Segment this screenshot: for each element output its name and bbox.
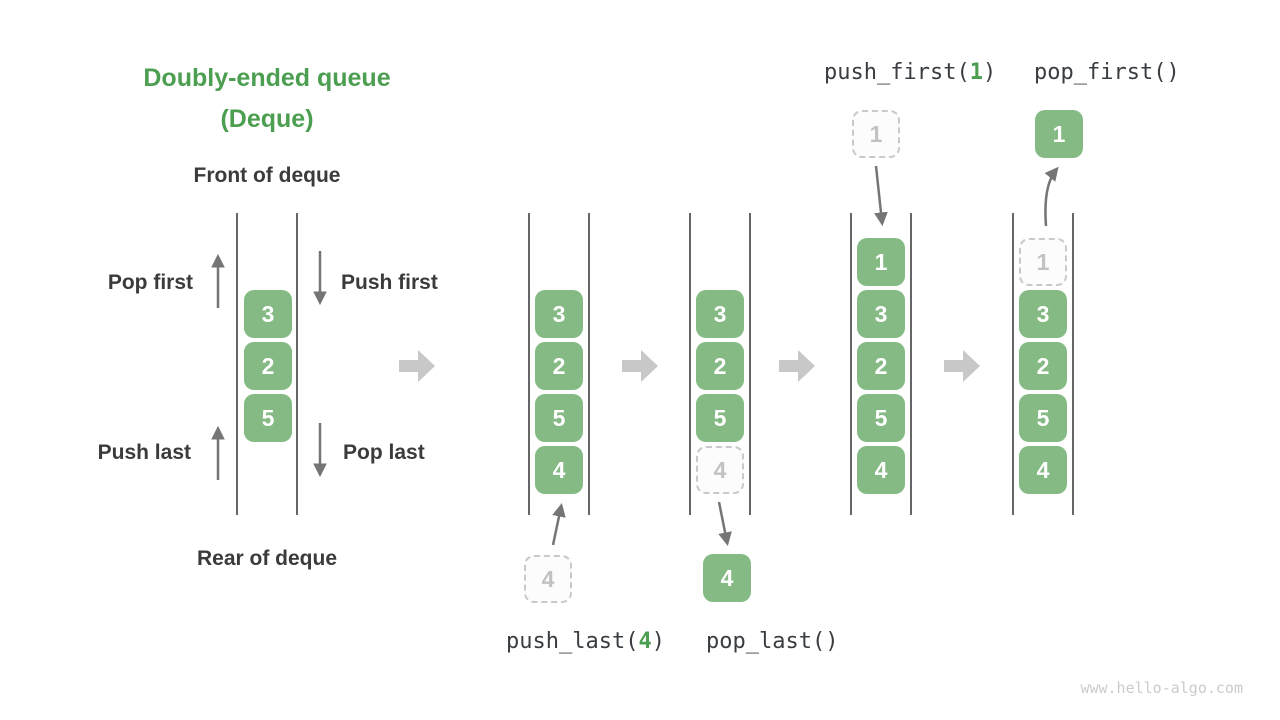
transition-arrow-icon	[779, 350, 815, 382]
op-arg: 4	[638, 629, 652, 654]
op-text: push_last(	[506, 629, 639, 654]
deque-cell: 2	[1019, 342, 1067, 390]
deque-cell: 3	[244, 290, 292, 338]
push-last-op-label: push_last(4)	[506, 629, 665, 654]
pop-last-flow-arrow-icon	[717, 501, 732, 547]
transition-arrow-icon	[944, 350, 980, 382]
op-text: )	[982, 60, 997, 85]
diagram-title-line2: (Deque)	[220, 105, 314, 133]
deque-wall-line	[1012, 213, 1014, 515]
removed-dashed-cell: 4	[696, 446, 744, 494]
deque-cell: 5	[244, 394, 292, 442]
deque-cell: 2	[696, 342, 744, 390]
deque-wall-line	[588, 213, 590, 515]
front-of-deque-label: Front of deque	[193, 164, 341, 187]
diagram-title-line1: Doubly-ended queue	[143, 64, 391, 92]
deque-wall-line	[689, 213, 691, 515]
pop-first-label: Pop first	[107, 271, 193, 294]
deque-wall-line	[749, 213, 751, 515]
push-last-flow-arrow-icon	[551, 502, 566, 546]
deque-wall-line	[528, 213, 530, 515]
deque-cell: 4	[535, 446, 583, 494]
deque-cell: 5	[1019, 394, 1067, 442]
deque-wall-line	[910, 213, 912, 515]
removed-dashed-cell: 1	[1019, 238, 1067, 286]
pop-first-flow-arrow-icon	[1044, 166, 1059, 227]
op-text: push_first(	[824, 60, 970, 85]
transition-arrow-icon	[622, 350, 658, 382]
push-first-flow-arrow-icon	[874, 165, 888, 227]
pop-last-label: Pop last	[343, 441, 425, 464]
watermark: www.hello-algo.com	[1080, 679, 1243, 697]
op-arg: 1	[969, 60, 983, 85]
deque-cell: 3	[535, 290, 583, 338]
deque-cell: 3	[857, 290, 905, 338]
diagram-title: Doubly-ended queue (Deque)	[97, 58, 437, 140]
op-text: )	[651, 629, 665, 654]
deque-cell: 2	[244, 342, 292, 390]
deque-cell: 4	[1019, 446, 1067, 494]
deque-cell: 3	[1019, 290, 1067, 338]
incoming-dashed-cell: 1	[852, 110, 900, 158]
deque-cell: 2	[857, 342, 905, 390]
pop-first-op-label: pop_first()	[1034, 60, 1180, 85]
rear-of-deque-label: Rear of deque	[196, 547, 338, 570]
popped-cell: 1	[1035, 110, 1083, 158]
deque-cell: 5	[696, 394, 744, 442]
deque-wall-line	[850, 213, 852, 515]
deque-cell: 5	[535, 394, 583, 442]
incoming-dashed-cell: 4	[524, 555, 572, 603]
deque-wall-line	[296, 213, 298, 515]
deque-cell: 3	[696, 290, 744, 338]
deque-cell: 2	[535, 342, 583, 390]
deque-wall-line	[236, 213, 238, 515]
push-last-label: Push last	[97, 441, 191, 464]
deque-cell: 4	[857, 446, 905, 494]
transition-arrow-icon	[399, 350, 435, 382]
push-first-op-label: push_first(1)	[824, 60, 996, 85]
deque-cell: 1	[857, 238, 905, 286]
deque-cell: 5	[857, 394, 905, 442]
deque-wall-line	[1072, 213, 1074, 515]
popped-cell: 4	[703, 554, 751, 602]
pop-last-op-label: pop_last()	[706, 629, 839, 654]
push-first-label: Push first	[341, 271, 438, 294]
